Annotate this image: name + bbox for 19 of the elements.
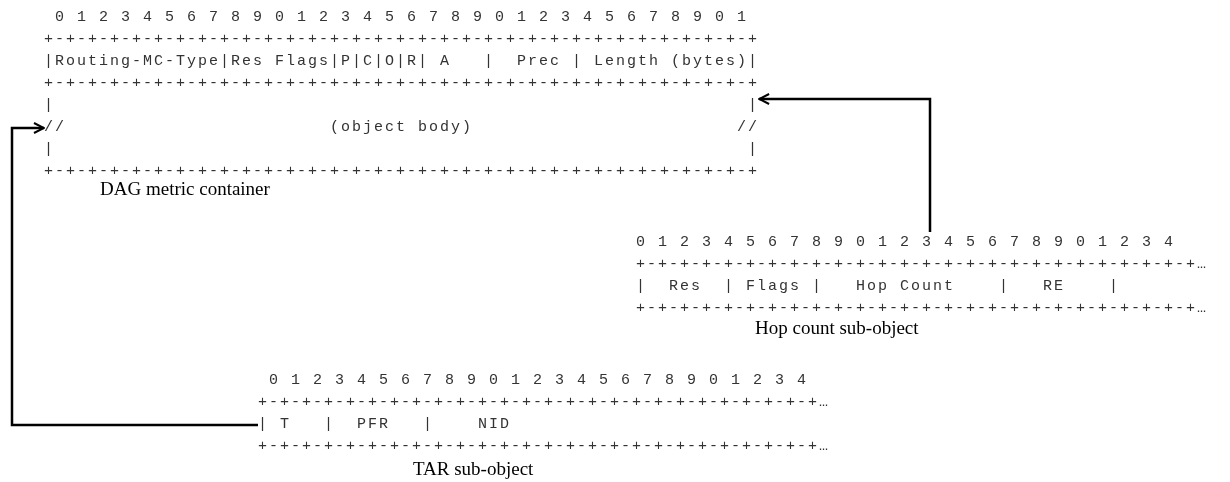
- field-border: +-+-+-+-+-+-+-+-+-+-+-+-+-+-+-+-+-+-+-+-+-+-+-+-+-+-+-+-+-+-+-+-+: [44, 74, 760, 94]
- field-row-text: | Res | Flags | Hop Count | RE |: [636, 277, 1121, 297]
- field-row-text: | T | PFR | NID: [258, 415, 512, 435]
- field-border: +-+-+-+-+-+-+-+-+-+-+-+-+-+-+-+-+-+-+-+-+-+-+-+-+-+-+-+-+-+-+-+-+: [44, 30, 760, 50]
- bit-ruler: 0 1 2 3 4 5 6 7 8 9 0 1 2 3 4 5 6 7 8 9 0 1 2 3 4: [636, 233, 1176, 253]
- field-border: +-+-+-+-+-+-+-+-+-+-+-+-+-+-+-+-+-+-+-+-+-+-+-+-+-+…: [636, 255, 1209, 275]
- body-row-text: // (object body) //: [44, 118, 760, 138]
- field-row-text: |Routing-MC-Type|Res Flags|P|C|O|R| A | Prec | Length (bytes)|: [44, 52, 760, 72]
- bit-ruler: 0 1 2 3 4 5 6 7 8 9 0 1 2 3 4 5 6 7 8 9 0 1 2 3 4 5 6 7 8 9 0 1: [54, 8, 749, 28]
- diagram-caption: Hop count sub-object: [755, 317, 919, 339]
- arrow: [10, 122, 258, 427]
- bit-ruler: 0 1 2 3 4 5 6 7 8 9 0 1 2 3 4 5 6 7 8 9 0 1 2 3 4: [268, 371, 809, 391]
- arrow: [758, 93, 932, 232]
- body-row-text: | |: [44, 140, 760, 160]
- field-border: +-+-+-+-+-+-+-+-+-+-+-+-+-+-+-+-+-+-+-+-+-+-+-+-+-+…: [636, 299, 1209, 319]
- diagram-caption: TAR sub-object: [413, 458, 534, 480]
- field-border: +-+-+-+-+-+-+-+-+-+-+-+-+-+-+-+-+-+-+-+-+-+-+-+-+-+…: [258, 393, 831, 413]
- field-border: +-+-+-+-+-+-+-+-+-+-+-+-+-+-+-+-+-+-+-+-+-+-+-+-+-+…: [258, 437, 831, 457]
- body-row-text: | |: [44, 96, 760, 116]
